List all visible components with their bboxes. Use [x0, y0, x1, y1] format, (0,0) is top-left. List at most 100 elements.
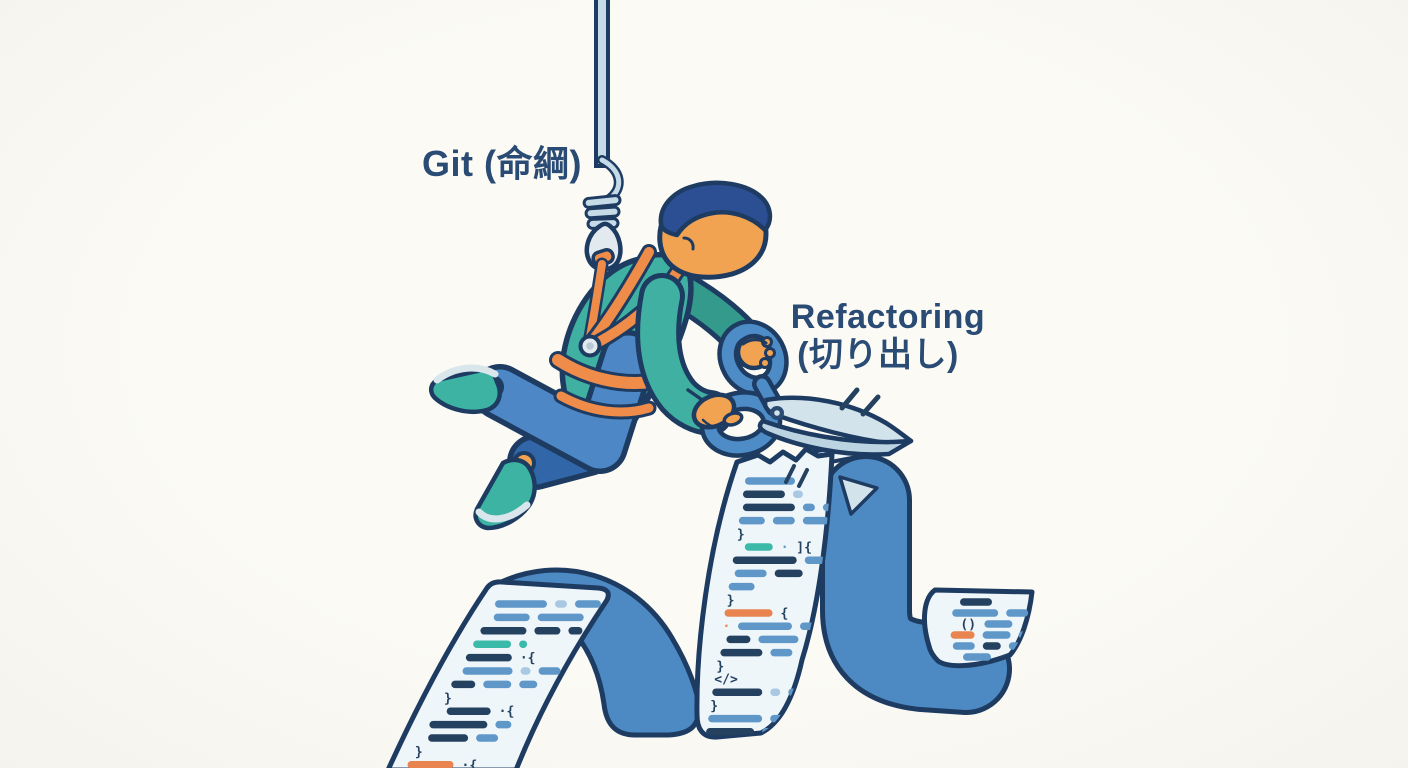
- code-dash: [708, 714, 763, 723]
- front-shoe-sole: [433, 364, 499, 384]
- code-dash: [728, 582, 755, 591]
- code-dash: [555, 600, 567, 608]
- code-dash: [726, 635, 751, 644]
- code-dash: [758, 635, 799, 644]
- code-glyph: </>: [714, 673, 738, 688]
- code-ribbon: ·{}·{}·{}}·]{}{·}</>}{{()</>: [386, 436, 1035, 768]
- code-dash: [446, 707, 491, 715]
- code-glyph: {: [781, 607, 789, 622]
- code-dash: [804, 556, 825, 564]
- cut-slash-marks: [784, 464, 809, 488]
- front-shoe: [428, 364, 502, 415]
- code-dash: [788, 688, 809, 696]
- code-dash: [950, 631, 975, 639]
- code-rows-left: ·{}·{}·{}: [407, 600, 601, 768]
- code-dash: [465, 653, 512, 662]
- code-dash: [982, 642, 1001, 650]
- refactoring-label-line2: (切り出し): [797, 336, 959, 374]
- code-dash: [756, 754, 782, 762]
- ribbon-code-rows: ·{}·{}·{}}·]{}{·}</>}{{()</>: [407, 477, 1032, 768]
- code-dash: [792, 490, 803, 498]
- git-label: Git (命綱): [422, 143, 582, 184]
- code-dash: [774, 569, 803, 578]
- code-dash: [742, 490, 785, 498]
- code-glyph: }: [737, 527, 745, 542]
- code-dash: [493, 613, 530, 622]
- code-dash: [473, 640, 512, 648]
- code-dash: [952, 609, 999, 617]
- code-dash: [952, 642, 975, 650]
- code-dash: [575, 600, 601, 608]
- code-glyph: }: [727, 593, 735, 608]
- code-dash: [407, 761, 454, 768]
- code-glyph: ·: [722, 620, 730, 635]
- ribbon-cut-flap: [838, 475, 879, 516]
- code-glyph: }: [444, 691, 452, 706]
- upper-hand: [735, 333, 776, 371]
- snip-marks: [839, 387, 881, 417]
- code-dash: [770, 648, 793, 657]
- code-glyph: }: [415, 745, 423, 760]
- code-rows-right_end: ()</>: [950, 598, 1032, 666]
- hair: [658, 180, 773, 238]
- code-dash: [519, 640, 528, 648]
- lower-hand: [691, 392, 744, 430]
- code-dash: [963, 653, 991, 661]
- ribbon-band-left: [386, 579, 611, 768]
- code-dash: [480, 627, 527, 635]
- code-dash: [519, 680, 538, 689]
- code-dash: [744, 543, 773, 551]
- code-dash: [495, 720, 512, 729]
- code-glyph: }: [710, 699, 718, 714]
- code-glyph: ·: [781, 541, 789, 556]
- ear: [682, 236, 695, 251]
- code-dash: [708, 754, 748, 762]
- code-dash: [537, 613, 584, 622]
- code-dash: [538, 667, 561, 675]
- code-glyph: ]{: [796, 541, 812, 556]
- code-dash: [734, 569, 767, 578]
- code-glyph: {{: [704, 739, 720, 754]
- code-dash: [476, 734, 499, 742]
- code-glyph: (): [960, 618, 976, 633]
- code-dash: [520, 667, 531, 675]
- ribbon-roll-right-fill: [825, 459, 1007, 710]
- code-dash: [428, 734, 469, 742]
- code-glyph: }: [716, 659, 724, 674]
- code-dash: [770, 688, 781, 696]
- refactoring-label: Refactoring (切り出し): [791, 298, 985, 374]
- code-dash: [451, 680, 476, 689]
- code-dash: [706, 728, 755, 736]
- code-dash: [1006, 609, 1029, 617]
- code-dash: [960, 598, 992, 606]
- code-dash: [802, 503, 815, 512]
- code-dash: [429, 720, 488, 729]
- code-dash: [745, 477, 795, 485]
- code-glyph: ·{: [462, 758, 478, 768]
- code-dash: [802, 516, 829, 525]
- code-dash: [984, 620, 1013, 628]
- code-dash: [712, 688, 763, 696]
- code-dash: [738, 516, 765, 525]
- code-dash: [724, 609, 773, 617]
- code-dash: [568, 627, 583, 635]
- code-dash: [772, 516, 795, 525]
- ribbon-band-right-end: [921, 587, 1035, 669]
- rope: [582, 0, 624, 230]
- code-dash: [495, 600, 547, 608]
- refactoring-label-line1: Refactoring: [791, 298, 985, 336]
- code-dash: [720, 648, 763, 657]
- back-shoe-sole: [475, 501, 531, 523]
- code-dash: [534, 627, 561, 635]
- head: [657, 180, 773, 280]
- scissors-blade-lower: [757, 418, 914, 457]
- code-dash: [742, 503, 795, 512]
- code-glyph: ·{: [520, 651, 536, 666]
- code-dash: [982, 631, 1011, 639]
- code-rows-middle: }·]{}{·}</>}{{: [704, 477, 832, 762]
- back-shoe: [473, 457, 537, 531]
- code-glyph: ·{: [499, 705, 515, 720]
- code-dash: [483, 680, 512, 689]
